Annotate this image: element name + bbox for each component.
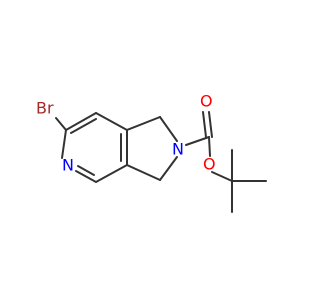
pyridine-ring <box>61 112 128 183</box>
bond-c4-c5 <box>95 164 128 183</box>
bond-c-o-double-1 <box>202 111 207 138</box>
atom-br: Br <box>36 99 54 118</box>
bond-n-carbonyl-c <box>185 136 210 146</box>
bond-ch2-top-n <box>159 116 178 142</box>
bond-o-tbu <box>211 171 233 182</box>
bond-c2-c3 <box>95 112 128 131</box>
bond-n-c1 <box>61 129 67 159</box>
atom-o-ester: O <box>203 155 216 174</box>
bond-c1-c2 <box>65 112 97 131</box>
bond-c3-ch2-top <box>126 116 161 131</box>
bond-c-br <box>55 117 67 131</box>
bond-n-ch2-bottom <box>159 156 178 181</box>
pyrrolidine-ring <box>126 116 178 181</box>
bond-ch2-bottom-c4 <box>126 164 161 181</box>
bond-c5-n <box>75 170 97 183</box>
structure-diagram: Br N N O O <box>36 92 267 213</box>
bond-c5-n-inner <box>77 165 95 176</box>
bond-c-o-ester <box>208 136 211 157</box>
boc-group <box>185 111 267 213</box>
atom-o-carbonyl: O <box>200 92 213 111</box>
molecule-canvas: Br N N O O <box>36 92 267 213</box>
bond-c-o-double-2 <box>208 111 213 138</box>
bond-c1-c2-inner <box>70 118 97 134</box>
atom-n-pyridine: N <box>62 156 74 175</box>
atom-n-pyrrolidine: N <box>172 140 184 159</box>
